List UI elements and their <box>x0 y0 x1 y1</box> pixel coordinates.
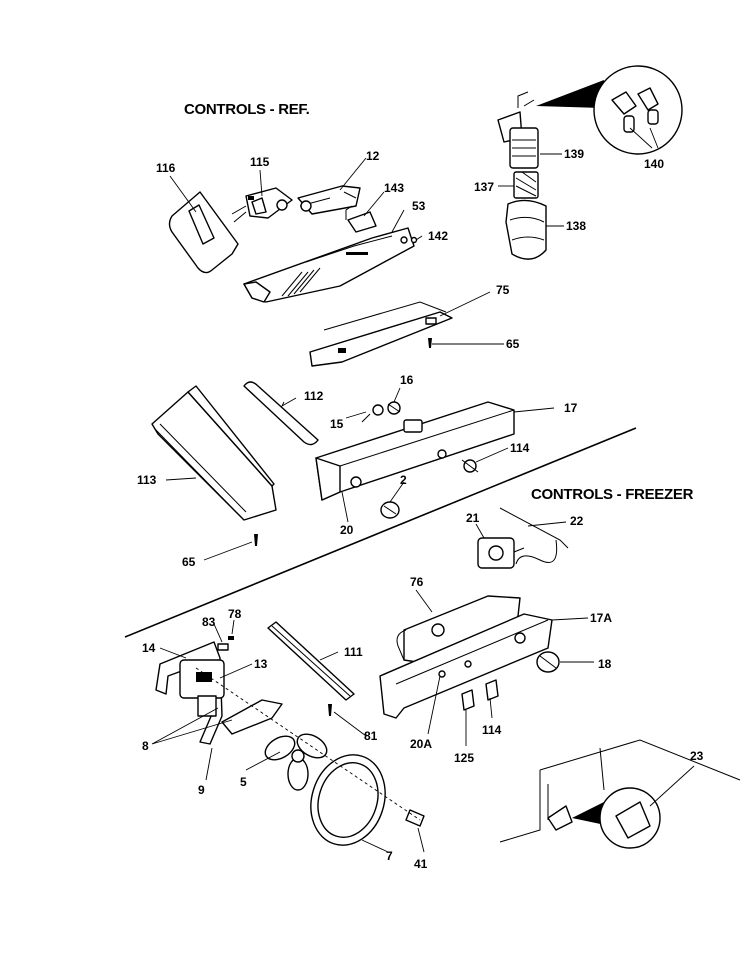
part-41-screw <box>405 809 425 827</box>
callout-16: 16 <box>400 373 414 387</box>
callout-13: 13 <box>254 657 268 671</box>
callout-114-lower: 114 <box>482 723 502 737</box>
part-5-fan-blade <box>264 733 328 791</box>
heading-controls-ref: CONTROLS - REF. <box>184 101 310 118</box>
callout-140: 140 <box>644 157 664 171</box>
callout-65-upper: 65 <box>506 337 520 351</box>
callout-8: 8 <box>142 739 149 753</box>
part-83-grommet <box>217 643 229 651</box>
part-138-filter-bowl <box>505 199 547 260</box>
callout-21: 21 <box>466 511 480 525</box>
part-78-clip <box>228 636 234 640</box>
callout-12: 12 <box>366 149 380 163</box>
section-divider <box>124 427 637 638</box>
callout-20: 20 <box>340 523 354 537</box>
callout-17A: 17A <box>590 611 612 625</box>
callout-53: 53 <box>412 199 426 213</box>
part-137-filter-cartridge <box>513 171 539 199</box>
part-112-rod <box>243 381 319 446</box>
part-22-sensor-tube <box>499 507 569 565</box>
callout-65-lower: 65 <box>182 555 196 569</box>
part-81-screw <box>328 704 332 716</box>
part-113-channel <box>151 385 277 521</box>
part-23-detail-inset <box>499 739 741 849</box>
part-115-lamp-socket <box>231 187 293 223</box>
callout-14: 14 <box>142 641 156 655</box>
part-8-mount-strap <box>221 699 283 735</box>
callout-116: 116 <box>156 161 176 175</box>
part-76-housing <box>396 595 521 665</box>
part-114-knob-mount-upper <box>461 459 479 473</box>
callout-143: 143 <box>384 181 404 195</box>
callout-81: 81 <box>364 729 378 743</box>
part-2-knob <box>380 501 400 519</box>
part-142-screw <box>410 236 418 244</box>
callout-23: 23 <box>690 749 704 763</box>
callout-7: 7 <box>386 849 393 863</box>
callout-138: 138 <box>566 219 586 233</box>
callout-111: 111 <box>344 645 363 659</box>
part-16-bulb-holder <box>387 401 401 415</box>
heading-controls-freezer: CONTROLS - FREEZER <box>531 486 694 503</box>
callout-75: 75 <box>496 283 510 297</box>
callout-142: 142 <box>428 229 448 243</box>
callout-17: 17 <box>564 401 578 415</box>
part-114-knob-mount-lower <box>485 679 499 701</box>
part-18-knob <box>536 651 560 673</box>
callout-15: 15 <box>330 417 344 431</box>
callout-41: 41 <box>414 857 428 871</box>
callout-18: 18 <box>598 657 612 671</box>
callout-20A: 20A <box>410 737 432 751</box>
part-75-mounting-plate <box>309 301 453 367</box>
callout-labels: 116 115 12 143 53 142 139 140 137 138 75… <box>137 147 704 871</box>
callout-78: 78 <box>228 607 242 621</box>
callout-2: 2 <box>400 473 407 487</box>
part-140-detail-fittings <box>536 65 683 155</box>
part-21-thermostat <box>477 537 525 569</box>
callout-125: 125 <box>454 751 474 765</box>
callout-112: 112 <box>304 389 324 403</box>
part-7-fan-shroud <box>310 754 386 846</box>
part-12-switch-bracket <box>297 185 361 215</box>
part-15-thermostat-bulb <box>361 404 384 423</box>
part-65-screw-lower <box>254 534 258 546</box>
part-116-light-shield <box>168 191 239 274</box>
callout-137: 137 <box>474 180 494 194</box>
leader-lines <box>151 127 695 853</box>
part-13-motor <box>179 659 225 717</box>
part-65-screw-upper <box>428 338 432 348</box>
callout-139: 139 <box>564 147 584 161</box>
part-143-clip <box>345 205 377 233</box>
callout-22: 22 <box>570 514 584 528</box>
callout-9: 9 <box>198 783 205 797</box>
part-111-heater-strip <box>267 621 355 701</box>
callout-5: 5 <box>240 775 247 789</box>
callout-76: 76 <box>410 575 424 589</box>
callout-114-upper: 114 <box>510 441 530 455</box>
part-53-control-housing <box>243 227 415 303</box>
part-17-control-bracket <box>315 401 515 501</box>
part-17A-control-bracket <box>379 613 553 719</box>
part-125-spacer <box>461 689 475 711</box>
callout-83: 83 <box>202 615 216 629</box>
callout-115: 115 <box>250 155 270 169</box>
part-139-filter-head <box>497 91 539 169</box>
callout-113: 113 <box>137 473 157 487</box>
